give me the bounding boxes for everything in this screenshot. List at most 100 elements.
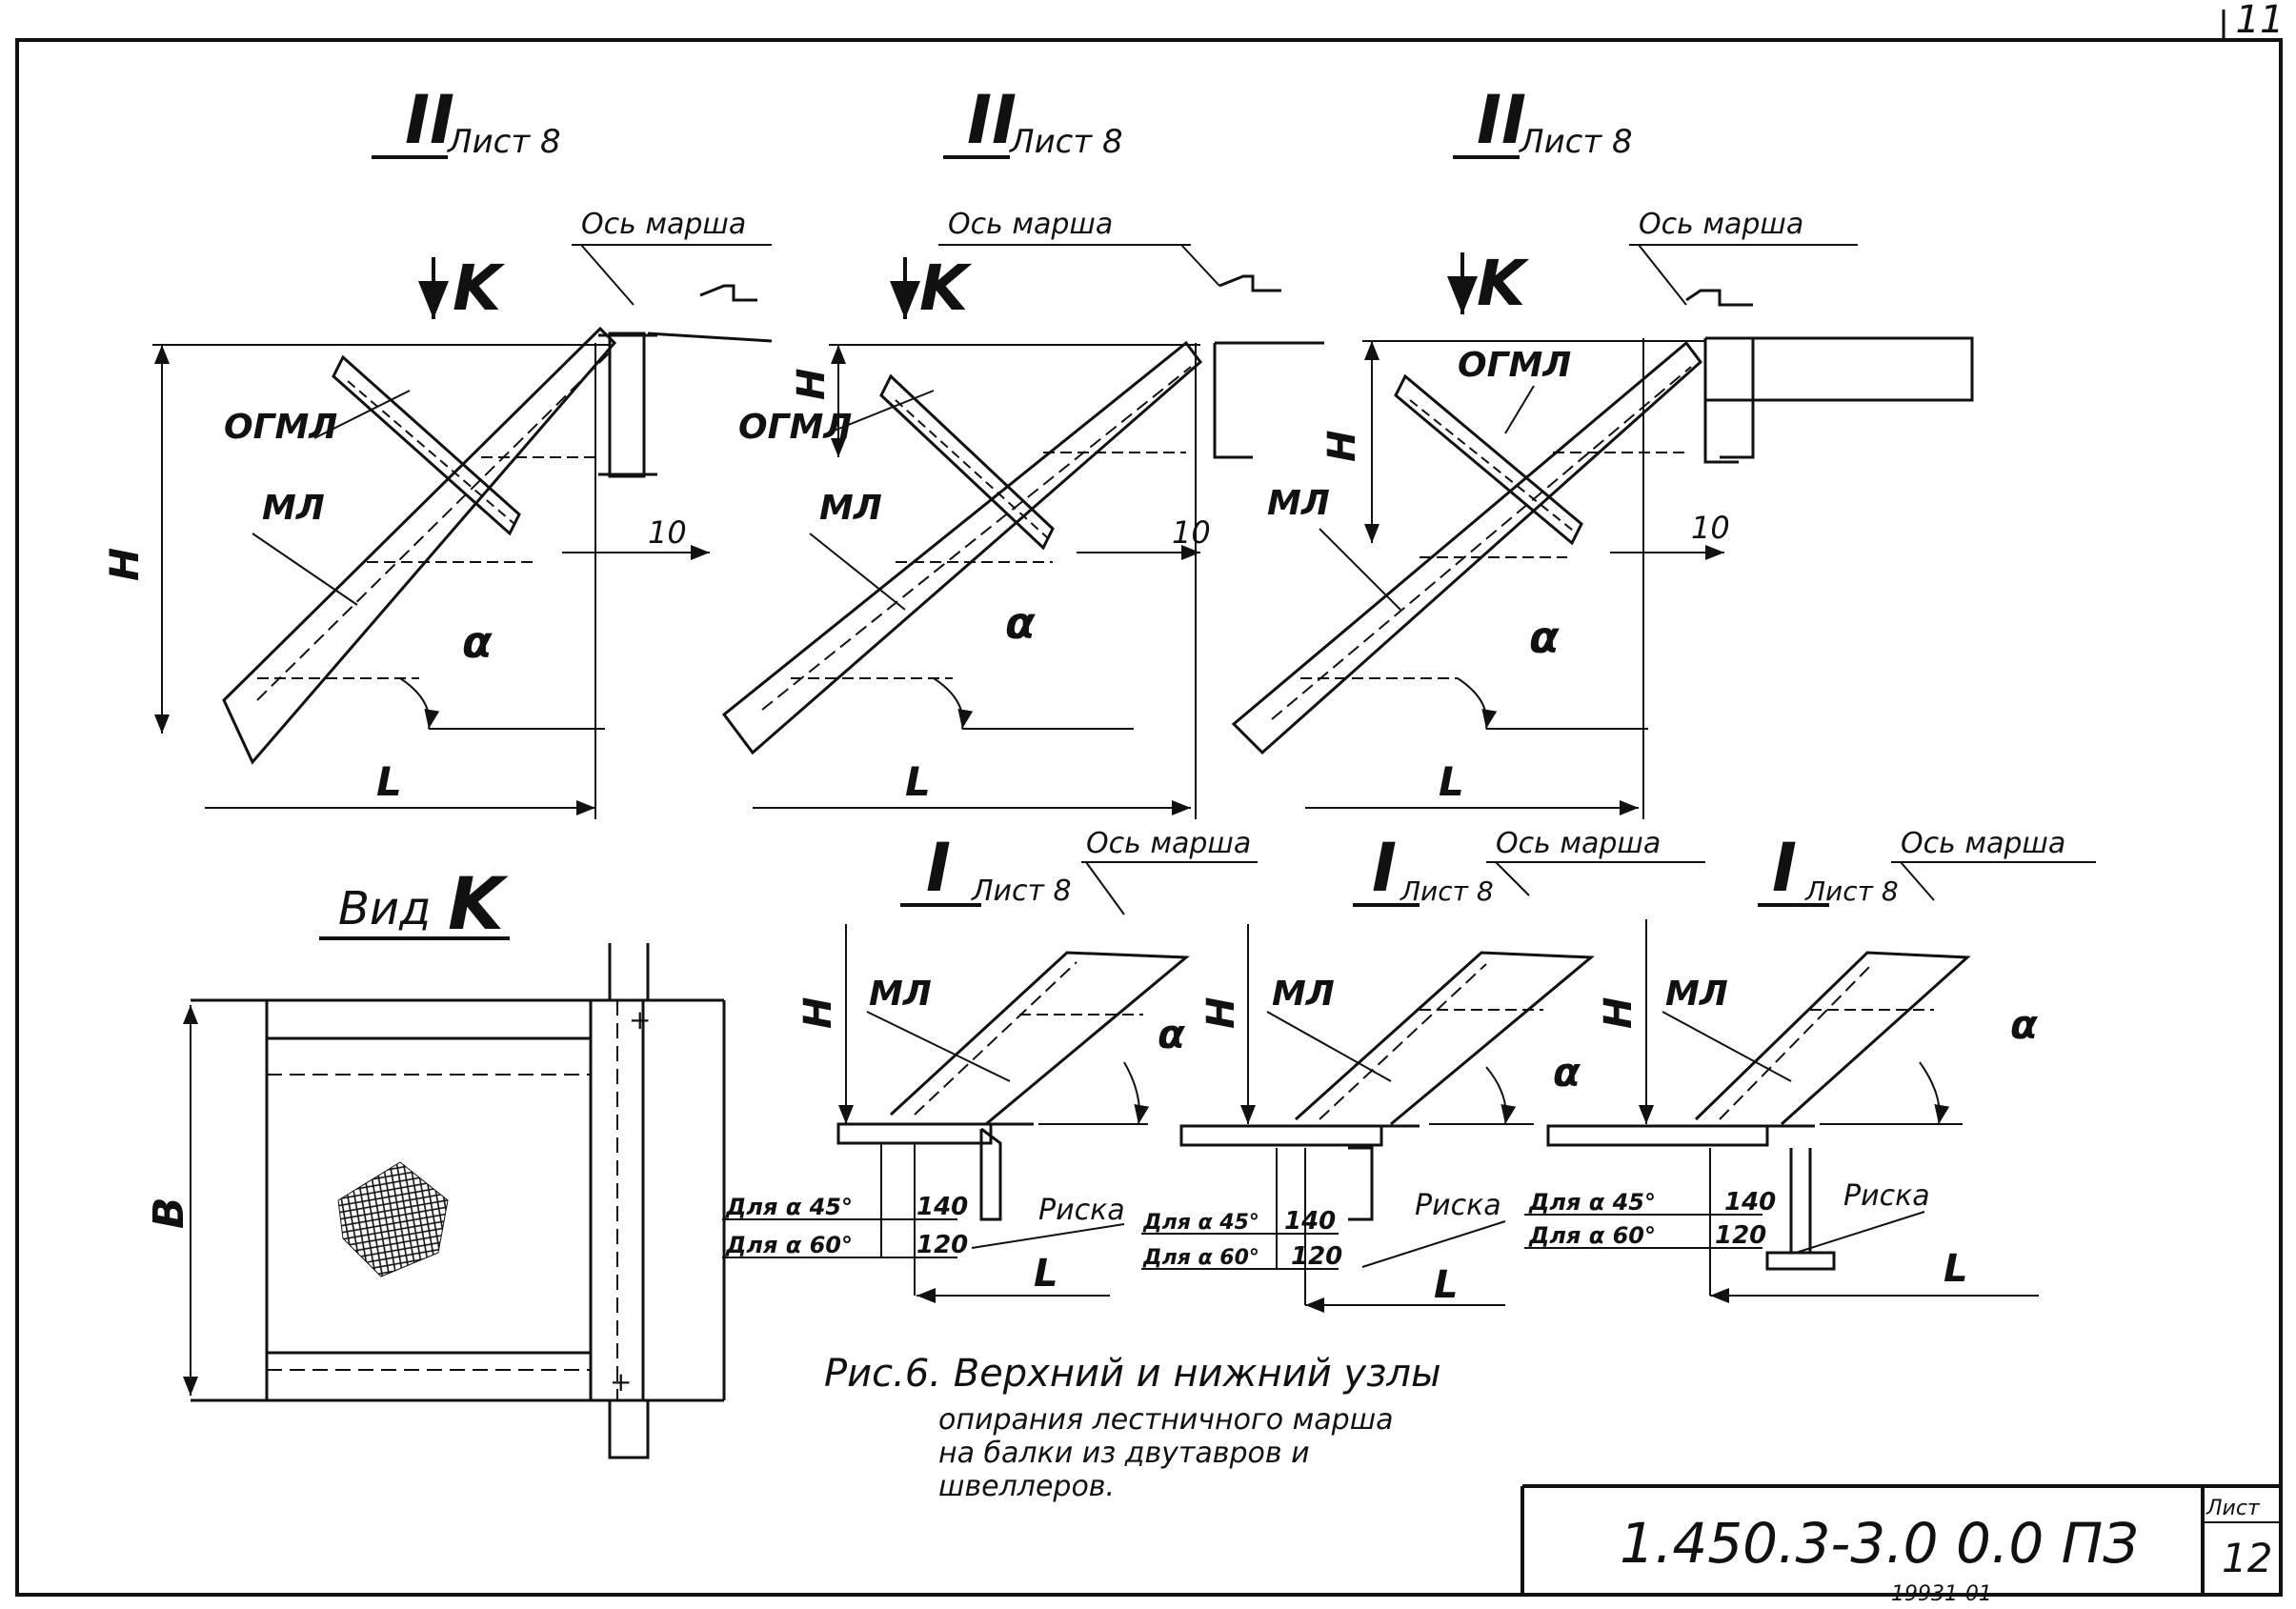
- footer-number: 19931-01: [1891, 1582, 1992, 1606]
- march-axis-label: Ось марша: [1086, 827, 1251, 860]
- detail-roman: I: [1772, 829, 1797, 907]
- dim-l: L: [1034, 1252, 1058, 1296]
- march-axis-label: Ось марша: [948, 208, 1113, 241]
- steel-beam-section: [598, 284, 773, 478]
- label-risk: Риска: [1843, 1179, 1930, 1213]
- dim-l: L: [1434, 1263, 1459, 1307]
- row-alpha-60: Для α 60°: [1142, 1246, 1259, 1270]
- dim-gap: 10: [648, 514, 687, 551]
- dim-h: H: [101, 548, 148, 581]
- detail-roman: II: [967, 81, 1017, 159]
- label-alpha: α: [2010, 1001, 2039, 1048]
- value-60: 120: [1291, 1242, 1342, 1271]
- channel-beam-section: [1213, 274, 1324, 459]
- detail-roman: I: [926, 829, 951, 907]
- dim-b: B: [145, 1197, 193, 1229]
- detail-sheet-ref: Лист 8: [446, 123, 561, 161]
- row-alpha-60: Для α 60°: [725, 1232, 853, 1258]
- label-risk: Риска: [1038, 1194, 1125, 1227]
- detail-sheet-ref: Лист 8: [971, 875, 1072, 908]
- row-alpha-45: Для α 45°: [1528, 1189, 1656, 1216]
- detail-sheet-ref: Лист 8: [1804, 875, 1899, 907]
- value-45: 140: [1284, 1207, 1336, 1236]
- dim-h: H: [1320, 431, 1364, 462]
- top-detail-2: II Лист 8 Ось марша K H L ОГМЛ: [721, 81, 1324, 819]
- title-block: [1521, 1484, 2281, 1595]
- top-detail-3: II Лист 8 Ось марша K H L ОГМЛ: [1231, 81, 1974, 819]
- dim-h: H: [790, 369, 834, 400]
- stair-stringer: [721, 340, 1203, 755]
- dim-h: H: [1597, 997, 1641, 1029]
- value-60: 120: [916, 1231, 968, 1259]
- view-k-title: Вид: [338, 882, 431, 935]
- row-alpha-60: Для α 60°: [1528, 1222, 1656, 1249]
- detail-sheet-ref: Лист 8: [1008, 123, 1123, 161]
- dim-h: H: [796, 997, 840, 1029]
- caption-line-3: на балки из двутавров и: [938, 1437, 1310, 1470]
- view-k: Вид K + + B: [145, 861, 726, 1459]
- svg-text:+: +: [610, 1366, 632, 1398]
- figure-caption: Рис.6. Верхний и нижний узлы опирания ле…: [824, 1352, 1441, 1503]
- bottom-detail-1: I Лист 8 Ось марша H МЛ α Для α 45° Для …: [722, 827, 1258, 1303]
- row-alpha-45: Для α 45°: [725, 1194, 853, 1220]
- march-axis-label: Ось марша: [1639, 208, 1803, 241]
- dim-l: L: [376, 758, 402, 805]
- label-alpha: α: [1529, 612, 1560, 663]
- detail-sheet-ref: Лист 8: [1400, 875, 1494, 907]
- march-axis-label: Ось марша: [1496, 827, 1661, 860]
- label-alpha: α: [462, 616, 493, 668]
- caption-line-1: Рис.6. Верхний и нижний узлы: [824, 1352, 1441, 1396]
- sheet-number: 12: [2222, 1535, 2272, 1581]
- march-axis-label: Ось марша: [581, 208, 746, 241]
- dim-l: L: [1944, 1247, 1968, 1291]
- label-ml: МЛ: [1665, 975, 1728, 1014]
- view-mark-k: K: [453, 251, 506, 325]
- detail-roman: I: [1372, 829, 1397, 907]
- bottom-detail-3: I Лист 8 Ось марша H МЛ α Для α 45° Для …: [1524, 827, 2096, 1303]
- dim-gap: 10: [1691, 510, 1730, 546]
- ogml-landing-rib: [1394, 373, 1583, 546]
- label-risk: Риска: [1415, 1189, 1501, 1222]
- channel-beam-section: [1685, 289, 1974, 464]
- top-detail-1: II Лист 8 Ось марша K H L ОГМЛ: [101, 81, 773, 819]
- sheet-label: Лист: [2205, 1497, 2261, 1520]
- ogml-landing-rib: [879, 373, 1055, 551]
- view-k-mark: K: [448, 861, 509, 946]
- caption-line-4: швеллеров.: [938, 1470, 1115, 1503]
- label-ml: МЛ: [869, 975, 932, 1014]
- corner-page-number: 11: [2236, 0, 2285, 42]
- label-ogml: ОГМЛ: [738, 408, 852, 447]
- label-ogml: ОГМЛ: [224, 408, 337, 447]
- march-axis-label: Ось марша: [1901, 827, 2065, 860]
- sheet-frame: [15, 10, 2283, 1597]
- value-45: 140: [1724, 1188, 1776, 1217]
- view-mark-k: K: [919, 251, 973, 325]
- document-code: 1.450.3-3.0 0.0 ПЗ: [1620, 1511, 2138, 1576]
- dim-l: L: [905, 758, 931, 805]
- svg-text:+: +: [629, 1004, 651, 1036]
- dim-l: L: [1439, 758, 1464, 805]
- view-mark-k: K: [1477, 247, 1530, 320]
- detail-roman: II: [1477, 81, 1526, 159]
- caption-line-2: опирания лестничного марша: [938, 1403, 1394, 1437]
- row-alpha-45: Для α 45°: [1142, 1211, 1259, 1235]
- ogml-landing-rib: [332, 354, 521, 536]
- label-ogml: ОГМЛ: [1458, 346, 1571, 385]
- label-alpha: α: [1158, 1011, 1186, 1057]
- label-ml: МЛ: [819, 489, 882, 528]
- label-alpha: α: [1005, 597, 1036, 649]
- label-ml: МЛ: [1272, 975, 1335, 1014]
- bottom-detail-2: I Лист 8 Ось марша H МЛ α Для α 45° Для …: [1141, 827, 1705, 1313]
- detail-sheet-ref: Лист 8: [1518, 123, 1633, 161]
- label-alpha: α: [1553, 1049, 1581, 1096]
- stair-stringer: [222, 326, 617, 765]
- detail-roman: II: [405, 81, 454, 159]
- mesh-hatch: [337, 1161, 449, 1277]
- dim-gap: 10: [1172, 514, 1211, 551]
- stair-stringer: [1231, 340, 1703, 755]
- label-ml: МЛ: [1267, 484, 1330, 523]
- value-60: 120: [1715, 1221, 1766, 1250]
- label-ml: МЛ: [262, 489, 325, 528]
- value-45: 140: [916, 1193, 968, 1221]
